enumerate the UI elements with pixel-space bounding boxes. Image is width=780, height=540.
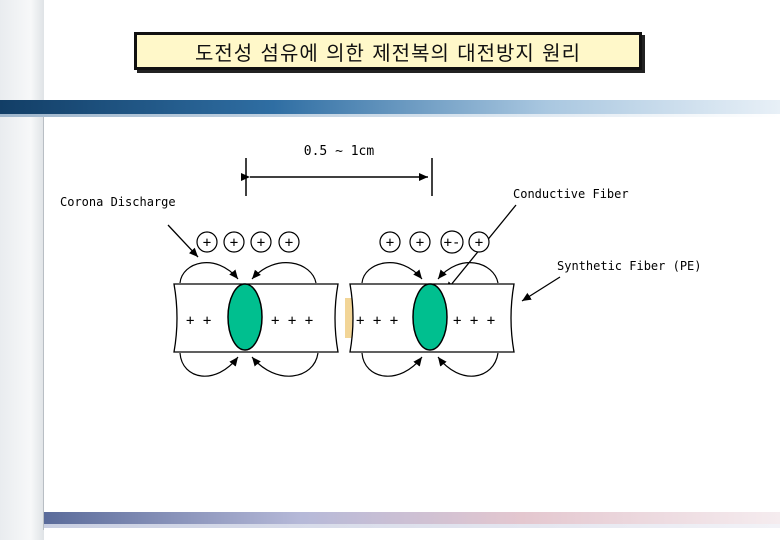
corona-discharge-label: Corona Discharge — [60, 195, 176, 209]
synthetic-pointer-arrow — [521, 276, 561, 302]
conductive-fiber-label: Conductive Fiber — [513, 187, 629, 201]
footer-gradient-bar — [44, 512, 780, 524]
fiber-charge-left-b: + + + — [271, 313, 313, 329]
fiber-charge-left-a: + + — [186, 313, 211, 329]
field-line-top — [179, 262, 239, 284]
ion-circle — [440, 230, 464, 254]
ion-charge: + — [257, 235, 265, 251]
footer-gradient-bar-light — [44, 524, 780, 528]
ion-charge: + — [285, 235, 293, 251]
fiber-charge-right-b: + + + — [453, 313, 495, 329]
ion-group-left: + + + + — [196, 231, 300, 253]
header-gradient-bar — [0, 100, 780, 114]
conductive-fiber-left — [227, 283, 263, 351]
slide-title-text: 도전성 섬유에 의한 제전복의 대전방지 원리 — [195, 40, 581, 65]
ion-charge: +- — [444, 235, 461, 251]
field-line-top — [251, 262, 317, 284]
conductive-fiber-right — [412, 283, 448, 351]
header-gradient-bar-light — [0, 114, 780, 117]
corona-pointer-arrow — [167, 224, 199, 258]
ion-charge: + — [230, 235, 238, 251]
ion-group-right: + + +- + — [379, 230, 490, 254]
field-line-bottom — [251, 352, 319, 377]
ion-charge: + — [386, 235, 394, 251]
field-line-bottom — [361, 352, 423, 377]
ion-circle — [250, 231, 272, 253]
field-line-bottom — [179, 352, 239, 377]
ion-charge: + — [475, 235, 483, 251]
ion-charge: + — [416, 235, 424, 251]
ion-circle — [379, 231, 401, 253]
ion-circle — [468, 231, 490, 253]
field-line-top — [437, 262, 499, 284]
ion-circle — [278, 231, 300, 253]
left-divider-line — [43, 100, 44, 530]
synthetic-fiber-label: Synthetic Fiber (PE) — [557, 259, 702, 273]
spacing-label: 0.5 ~ 1cm — [304, 144, 375, 159]
ion-charge: + — [203, 235, 211, 251]
field-line-top — [361, 262, 423, 284]
field-line-bottom — [437, 352, 499, 377]
ion-circle — [223, 231, 245, 253]
left-decor-band — [0, 0, 44, 540]
ion-circle — [196, 231, 218, 253]
fiber-charge-right-a: + + + — [356, 313, 398, 329]
ion-circle — [409, 231, 431, 253]
slide-title: 도전성 섬유에 의한 제전복의 대전방지 원리 — [134, 32, 642, 70]
